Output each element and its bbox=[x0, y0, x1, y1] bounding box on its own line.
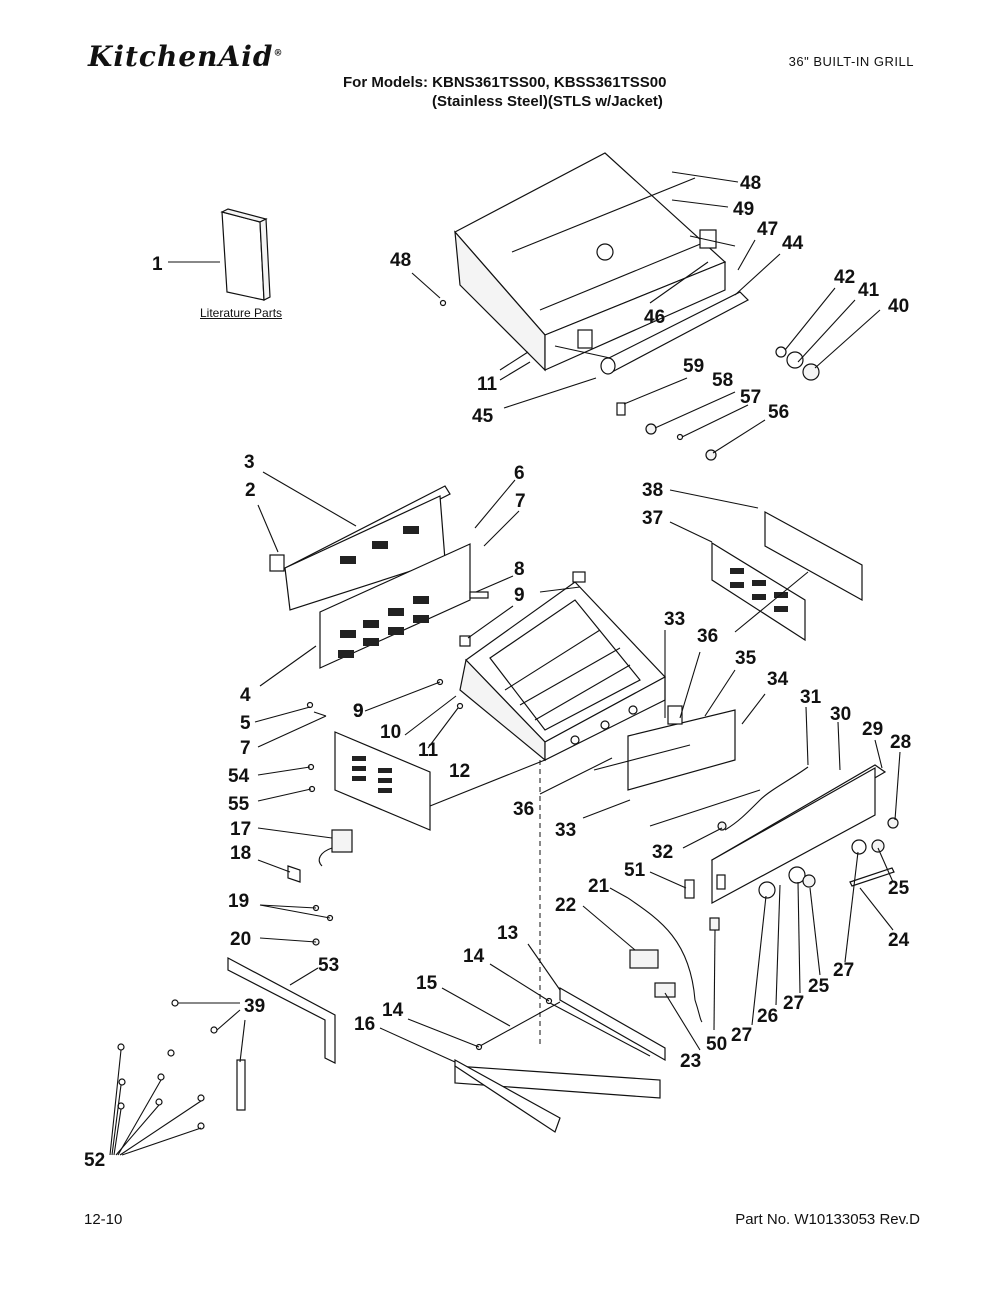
callout: 23 bbox=[680, 1051, 701, 1072]
callout: 29 bbox=[862, 719, 883, 740]
callout: 2 bbox=[245, 480, 256, 501]
callout: 21 bbox=[588, 876, 610, 897]
bottom-tray bbox=[454, 986, 666, 1133]
callout: 9 bbox=[353, 701, 364, 722]
model-list: For Models: KBNS361TSS00, KBSS361TSS00 bbox=[343, 74, 667, 91]
callout: 27 bbox=[833, 960, 854, 981]
literature-booklet bbox=[220, 208, 271, 301]
callout: 51 bbox=[624, 860, 646, 881]
callout: 48 bbox=[740, 173, 761, 194]
brand-wordmark: KitchenAid bbox=[88, 40, 274, 73]
callout: 22 bbox=[555, 895, 576, 916]
revision-date: 12-10 bbox=[84, 1211, 123, 1228]
callout: 57 bbox=[740, 387, 761, 408]
callout: 36 bbox=[513, 799, 534, 820]
callout: 5 bbox=[240, 713, 251, 734]
left-side-panel bbox=[334, 731, 431, 831]
callout: 37 bbox=[642, 508, 663, 529]
literature-parts-label: Literature Parts bbox=[200, 306, 283, 320]
callout: 52 bbox=[84, 1150, 105, 1171]
callout: 49 bbox=[733, 199, 754, 220]
callout: 35 bbox=[735, 648, 757, 669]
callout: 12 bbox=[449, 761, 470, 782]
callout: 19 bbox=[228, 891, 249, 912]
callout: 10 bbox=[380, 722, 401, 743]
callout: 31 bbox=[800, 687, 822, 708]
callout: 9 bbox=[514, 585, 525, 606]
part-number: Part No. W10133053 Rev.D bbox=[735, 1211, 920, 1228]
callout: 25 bbox=[888, 878, 910, 899]
callout: 58 bbox=[712, 370, 733, 391]
callout: 3 bbox=[244, 452, 255, 473]
right-side-panels bbox=[711, 510, 863, 642]
callout: 41 bbox=[858, 280, 880, 301]
kitchenaid-logo: KitchenAid® bbox=[88, 40, 283, 73]
callout: 39 bbox=[244, 996, 265, 1017]
control-support bbox=[593, 705, 761, 827]
callout: 59 bbox=[683, 356, 704, 377]
callout: 13 bbox=[497, 923, 518, 944]
ignitor-wire bbox=[717, 766, 809, 831]
callout: 48 bbox=[390, 250, 411, 271]
callout: 33 bbox=[664, 609, 685, 630]
product-title: 36" BUILT-IN GRILL bbox=[788, 54, 914, 69]
callout: 56 bbox=[768, 402, 789, 423]
callout: 11 bbox=[477, 374, 498, 395]
callout: 14 bbox=[382, 1000, 404, 1021]
screws bbox=[306, 678, 464, 946]
callout: 27 bbox=[783, 993, 804, 1014]
callout: 34 bbox=[767, 669, 789, 690]
callout: 26 bbox=[757, 1006, 778, 1027]
rear-panels bbox=[269, 485, 489, 669]
callout: 32 bbox=[652, 842, 673, 863]
callout: 47 bbox=[757, 219, 778, 240]
callout: 4 bbox=[240, 685, 251, 706]
firebox bbox=[459, 571, 666, 762]
callout: 8 bbox=[514, 559, 525, 580]
handle-end-caps bbox=[775, 346, 820, 381]
callout: 24 bbox=[888, 930, 910, 951]
callout: 20 bbox=[230, 929, 251, 950]
ignitor-module bbox=[287, 829, 353, 883]
callout: 55 bbox=[228, 794, 250, 815]
grill-lid bbox=[454, 152, 749, 375]
callout: 42 bbox=[834, 267, 855, 288]
callout: 54 bbox=[228, 766, 250, 787]
callout: 17 bbox=[230, 819, 251, 840]
callout-numbers: 1 48 49 47 44 48 42 41 40 46 11 45 59 58… bbox=[84, 173, 911, 1171]
fasteners-lower bbox=[117, 999, 218, 1130]
callout: 38 bbox=[642, 480, 663, 501]
callout: 45 bbox=[472, 406, 494, 427]
wiring-and-valves bbox=[627, 879, 720, 1023]
callout: 30 bbox=[830, 704, 851, 725]
finish-description: (Stainless Steel)(STLS w/Jacket) bbox=[432, 93, 663, 110]
callout: 53 bbox=[318, 955, 339, 976]
callout: 1 bbox=[152, 254, 163, 275]
callout: 44 bbox=[782, 233, 804, 254]
control-panel bbox=[710, 764, 899, 905]
callout: 11 bbox=[418, 740, 439, 761]
callout: 7 bbox=[240, 738, 251, 759]
callout: 14 bbox=[463, 946, 485, 967]
callout: 25 bbox=[808, 976, 830, 997]
callout: 9 bbox=[353, 701, 364, 722]
callout-leaders bbox=[109, 171, 901, 1156]
rail bbox=[849, 867, 895, 887]
callout: 27 bbox=[731, 1025, 752, 1046]
callout: 36 bbox=[697, 626, 718, 647]
callout: 18 bbox=[230, 843, 251, 864]
callout: 40 bbox=[888, 296, 909, 317]
callout: 7 bbox=[515, 491, 526, 512]
callout: 16 bbox=[354, 1014, 375, 1035]
lower-bracket bbox=[227, 957, 336, 1111]
callout: 15 bbox=[416, 973, 438, 994]
callout: 6 bbox=[514, 463, 525, 484]
callout: 50 bbox=[706, 1034, 727, 1055]
callout: 28 bbox=[890, 732, 911, 753]
callout: 46 bbox=[644, 307, 665, 328]
callout: 33 bbox=[555, 820, 576, 841]
registered-mark: ® bbox=[273, 48, 284, 59]
